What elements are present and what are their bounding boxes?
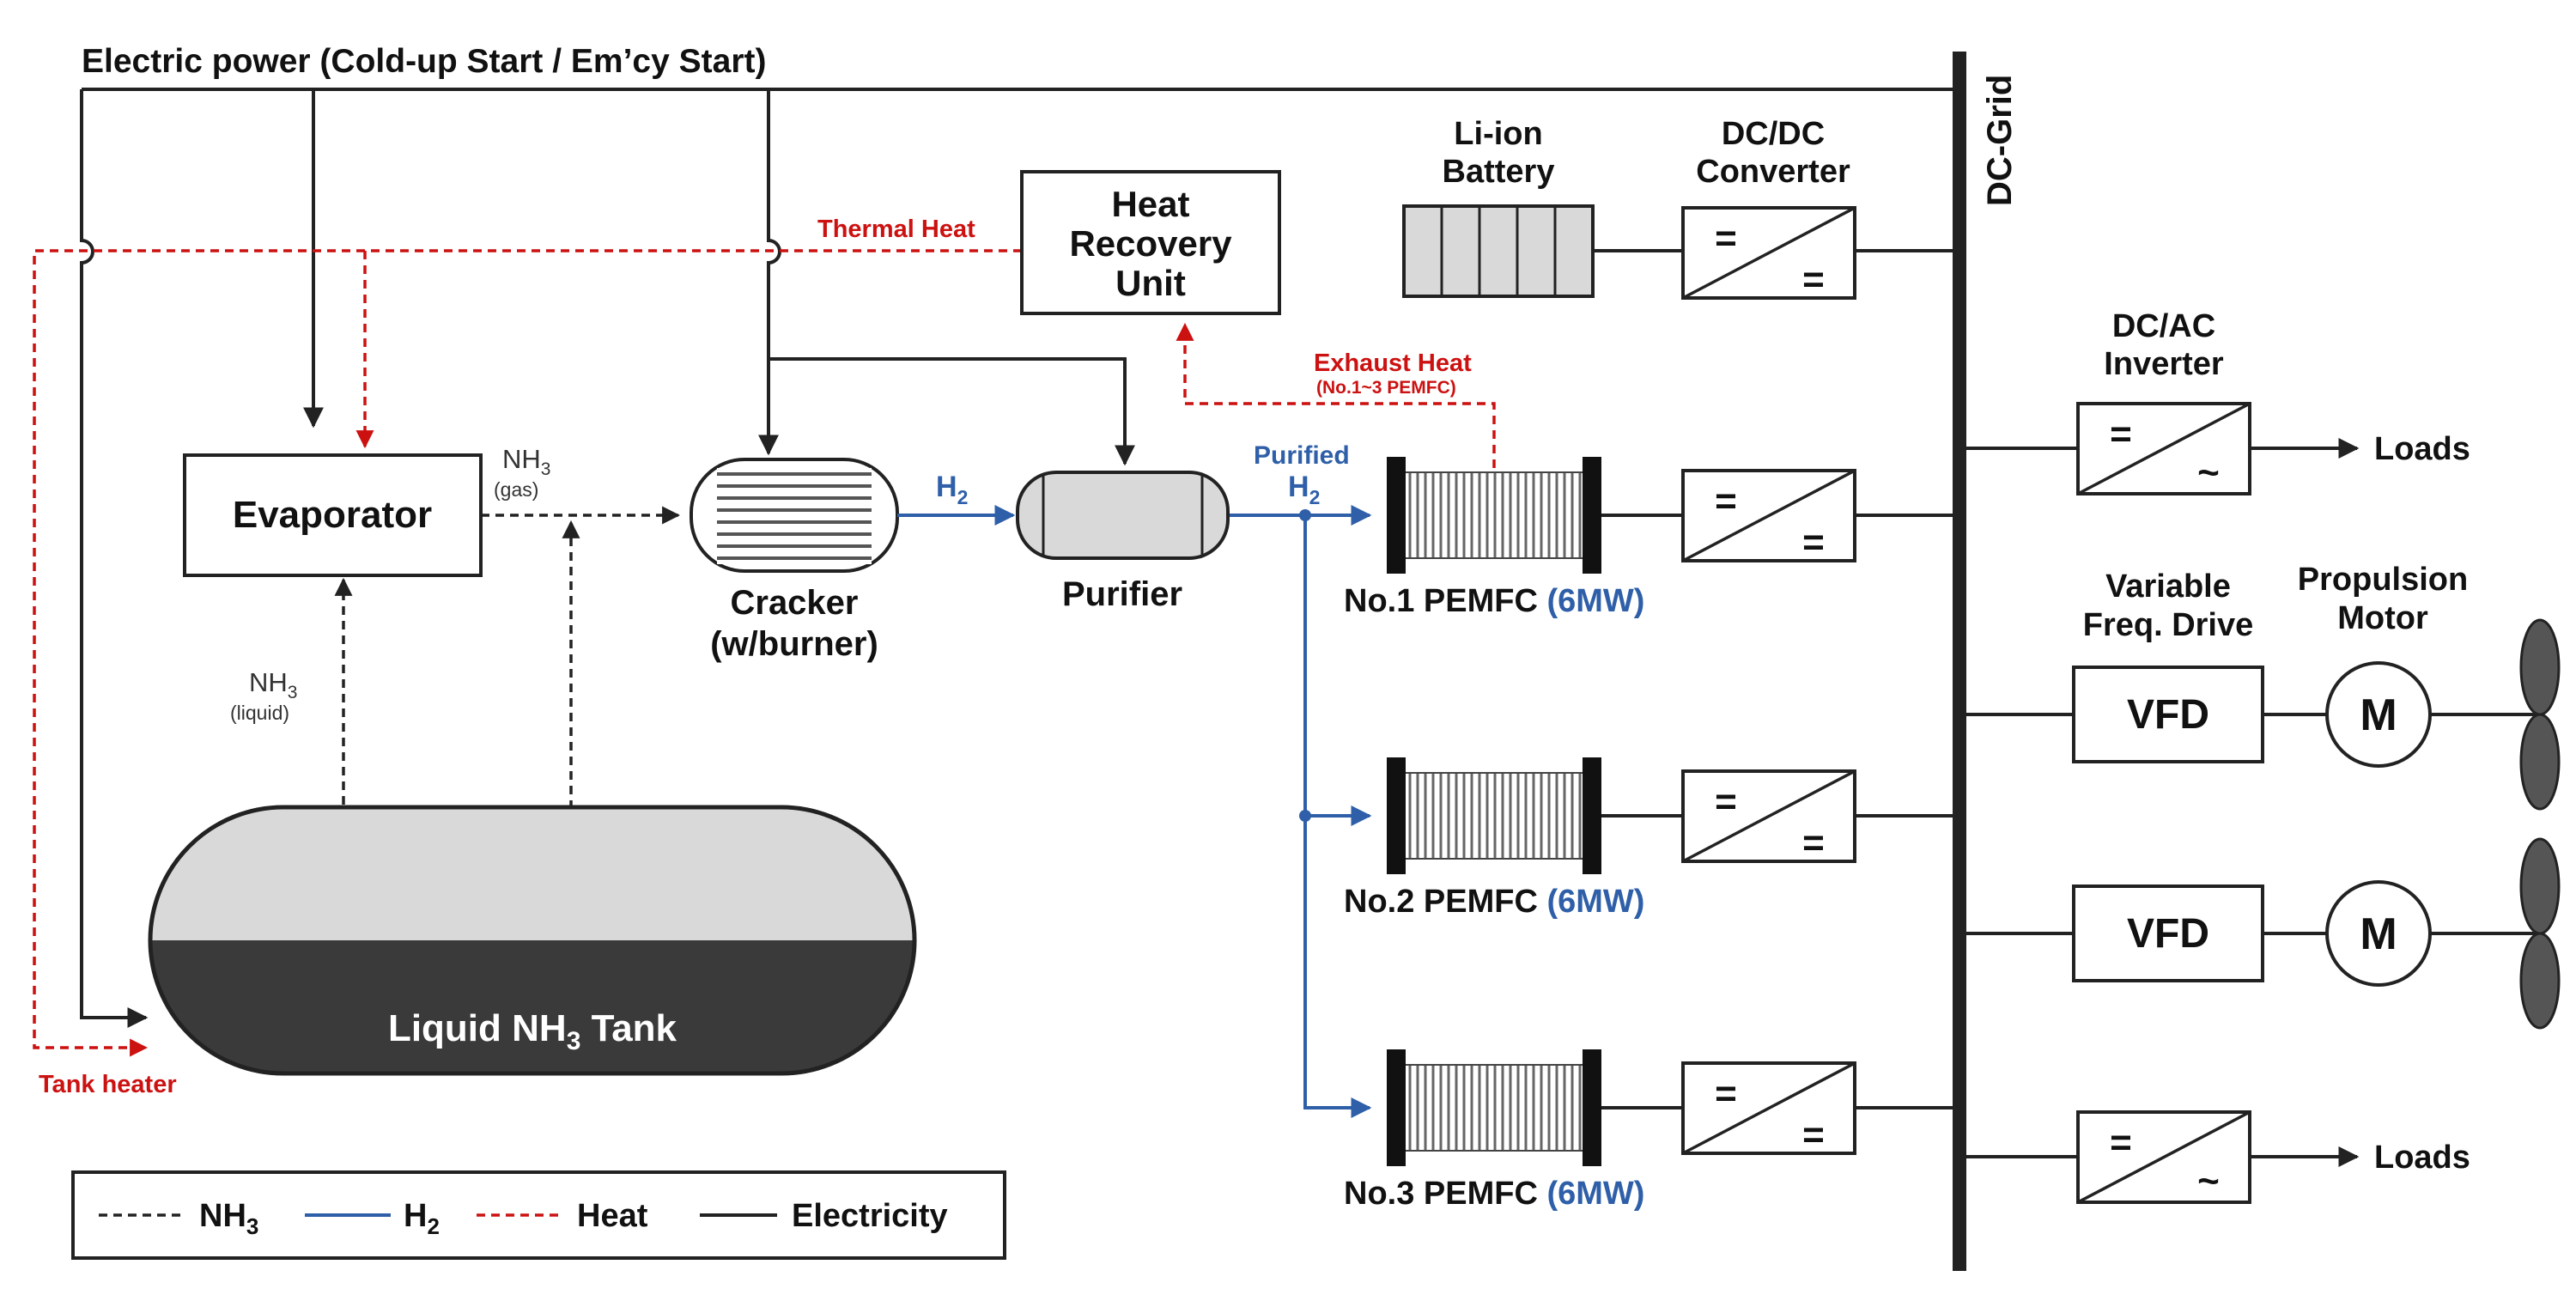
loads-label-1: Loads: [2374, 431, 2470, 467]
hru-line1: Heat: [1111, 184, 1189, 224]
nh3-gas-label: NH3: [502, 444, 550, 479]
electric-power-label: Electric power (Cold-up Start / Em’cy St…: [82, 43, 766, 80]
svg-text:=: =: [1715, 1073, 1737, 1115]
exhaust-heat-sublabel: (No.1~3 PEMFC): [1316, 378, 1456, 398]
vfd-2: VFD: [1966, 885, 2327, 982]
dcdc-converter-pemfc-1: = =: [1601, 469, 1956, 563]
dc-grid-bus: [1953, 52, 1966, 1271]
dcac-sublabel: Inverter: [2104, 346, 2224, 382]
cracker-label: Cracker: [730, 584, 858, 622]
purifier-label: Purifier: [1062, 575, 1182, 613]
hru-line3: Unit: [1115, 263, 1186, 303]
legend: NH3 H2 Heat Electricity: [71, 1170, 1006, 1260]
exhaust-heat-label: Exhaust Heat: [1314, 350, 1472, 377]
battery-sublabel: Battery: [1443, 154, 1555, 190]
vfd-title: Variable: [2105, 568, 2231, 605]
propeller-1-icon: [2519, 618, 2561, 811]
dcac-inverter-1: = ~: [1966, 402, 2360, 495]
dcdc-converter-battery: = =: [1681, 206, 1856, 301]
svg-text:=: =: [1802, 258, 1825, 301]
svg-text:=: =: [1802, 521, 1825, 563]
cracker: [690, 458, 899, 573]
pemfc-1: [1387, 457, 1601, 574]
evaporator-box: [183, 453, 483, 577]
cracker-sublabel: (w/burner): [710, 625, 878, 663]
pemfc-2: [1387, 757, 1601, 874]
svg-text:=: =: [2110, 1122, 2132, 1164]
pemfc-2-label: No.2 PEMFC (6MW): [1344, 884, 1644, 920]
electric-power-bus: [80, 88, 1962, 1028]
svg-text:~: ~: [2197, 1160, 2220, 1202]
pemfc-3-label: No.3 PEMFC (6MW): [1344, 1176, 1644, 1212]
nh3-gas-state: (gas): [494, 478, 538, 501]
vfd-subtitle: Freq. Drive: [2083, 607, 2254, 643]
legend-heat: Heat: [577, 1198, 648, 1234]
propulsion-motor-1: M: [2325, 661, 2540, 768]
tank-heater-label: Tank heater: [39, 1071, 177, 1098]
purifier: [1016, 471, 1230, 560]
heat-recovery-unit: [1020, 170, 1281, 315]
legend-electricity: Electricity: [792, 1198, 948, 1234]
purified-h2-label: H2: [1288, 471, 1320, 508]
svg-text:=: =: [2110, 413, 2132, 455]
svg-text:VFD: VFD: [2127, 911, 2209, 957]
li-ion-battery: [1402, 204, 1595, 298]
vfd-1: VFD: [1966, 666, 2327, 763]
propeller-2-icon: [2519, 837, 2561, 1030]
thermal-heat-label: Thermal Heat: [817, 216, 975, 243]
purified-label: Purified: [1254, 441, 1350, 470]
motor-title: Propulsion: [2298, 562, 2468, 598]
h2-label: H2: [936, 471, 968, 508]
legend-h2: H2: [404, 1198, 440, 1239]
dcdc-label: DC/DC: [1722, 116, 1825, 152]
dcdc-converter-pemfc-2: = =: [1601, 769, 1956, 864]
loads-label-2: Loads: [2374, 1140, 2470, 1176]
liquid-nh3-tank: [148, 805, 917, 1076]
heat-lines: [33, 249, 1496, 1057]
svg-text:VFD: VFD: [2127, 692, 2209, 738]
svg-text:=: =: [1715, 781, 1737, 823]
hydrogen-lines: [897, 505, 1372, 1118]
pemfc-1-label: No.1 PEMFC (6MW): [1344, 583, 1644, 619]
dcdc-sublabel: Converter: [1696, 154, 1850, 190]
svg-text:=: =: [1802, 822, 1825, 864]
svg-text:M: M: [2360, 690, 2397, 740]
svg-text:M: M: [2360, 909, 2397, 959]
tank-label: Liquid NH3 Tank: [388, 1007, 677, 1055]
svg-text:~: ~: [2197, 452, 2220, 494]
evaporator-label: Evaporator: [233, 494, 432, 536]
pemfc-3: [1387, 1049, 1601, 1166]
dcdc-converter-pemfc-3: = =: [1601, 1061, 1956, 1156]
dcac-label: DC/AC: [2112, 308, 2215, 344]
nh3-liquid-label: NH3: [249, 667, 297, 702]
propulsion-motor-2: M: [2325, 880, 2540, 987]
svg-text:=: =: [1715, 480, 1737, 522]
nh3-liquid-state: (liquid): [230, 702, 289, 724]
battery-label: Li-ion: [1454, 116, 1542, 152]
dc-grid-label: DC-Grid: [1981, 75, 2019, 206]
hru-line2: Recovery: [1069, 223, 1232, 264]
svg-text:=: =: [1715, 217, 1737, 259]
legend-nh3: NH3: [199, 1198, 258, 1239]
dcac-inverter-2: = ~: [1966, 1110, 2360, 1204]
motor-subtitle: Motor: [2337, 600, 2428, 636]
svg-text:=: =: [1802, 1114, 1825, 1156]
